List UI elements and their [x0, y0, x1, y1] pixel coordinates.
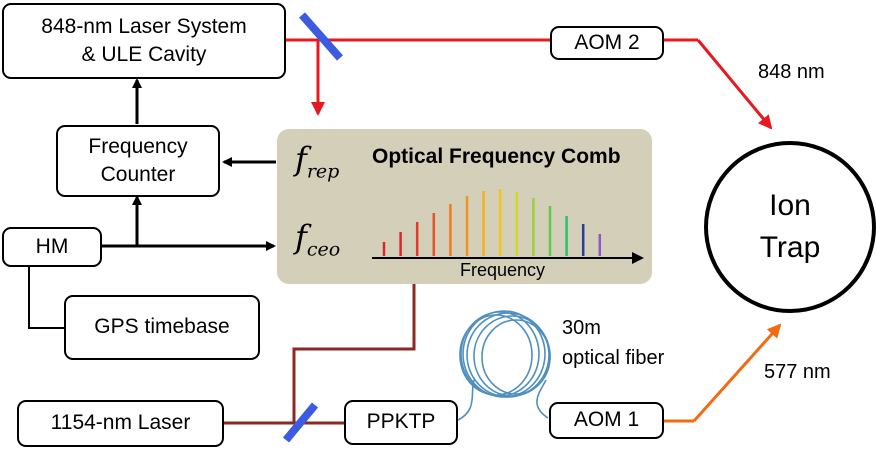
gps-link	[28, 266, 64, 329]
laser-848-system-box: 848-nm Laser System & ULE Cavity	[2, 3, 286, 79]
wavelength-848-label: 848 nm	[758, 61, 825, 83]
frequency-counter-box: Frequency Counter	[56, 125, 220, 197]
ion-trap: Ion Trap	[704, 141, 876, 313]
laser-1154-box: 1154-nm Laser	[17, 400, 224, 447]
gps-timebase-box: GPS timebase	[64, 295, 260, 360]
f-rep-label: frep	[295, 140, 340, 183]
mirror-848	[299, 12, 343, 61]
comb-title: Optical Frequency Comb	[372, 145, 621, 168]
fiber-coil	[457, 310, 551, 421]
signal-wires	[102, 78, 276, 251]
beam-848nm	[286, 38, 773, 130]
ppktp-box: PPKTP	[344, 400, 458, 445]
fiber-length-label: 30m	[562, 317, 601, 339]
fiber-type-label: optical fiber	[562, 347, 665, 369]
beam-577nm	[664, 323, 782, 423]
beam-1154nm	[224, 262, 420, 425]
aom2-box: AOM 2	[550, 26, 664, 60]
wavelength-577-label: 577 nm	[764, 361, 831, 383]
hm-box: HM	[2, 227, 102, 267]
aom1-box: AOM 1	[549, 402, 664, 439]
mirror-1154	[282, 402, 319, 443]
frequency-axis-label: Frequency	[460, 260, 546, 280]
f-ceo-label: fceo	[295, 218, 341, 261]
